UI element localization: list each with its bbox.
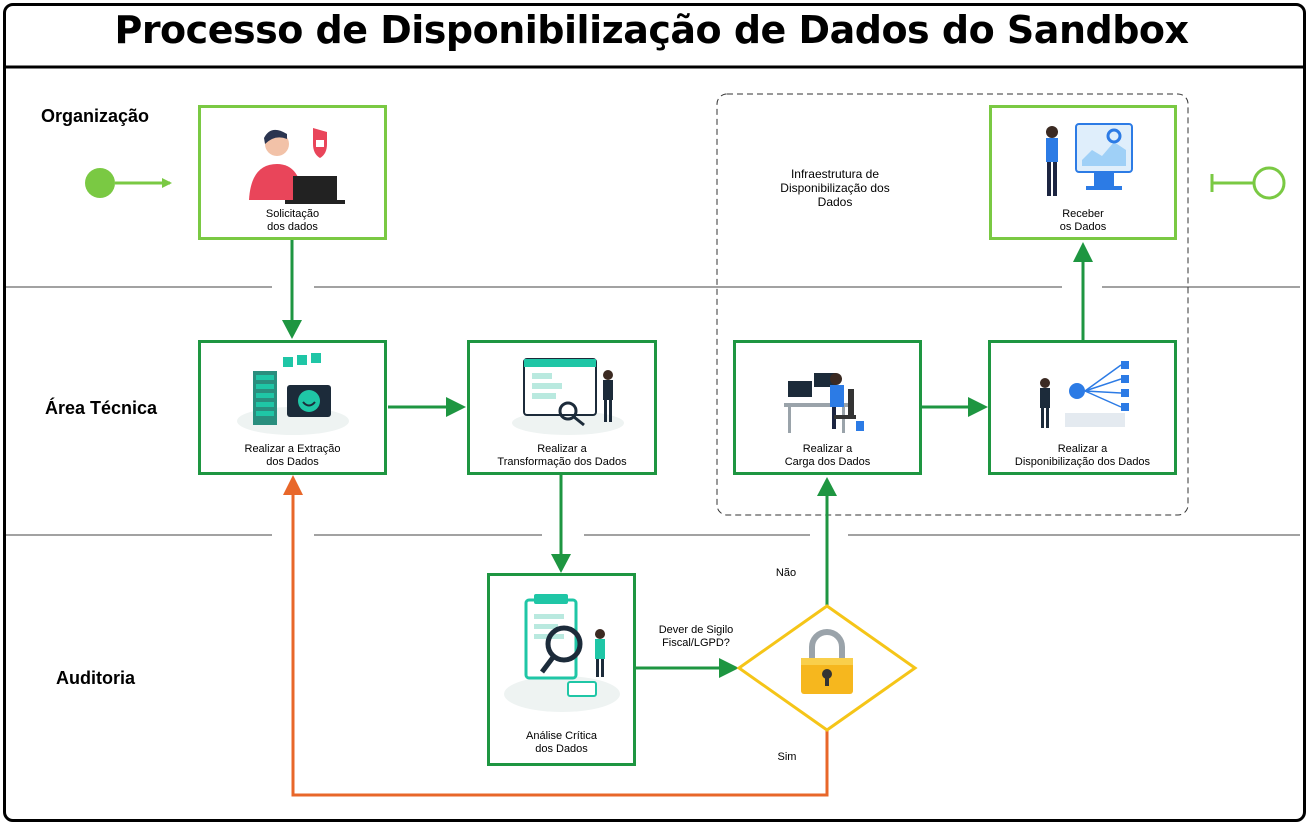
lane-label-auditoria: Auditoria xyxy=(56,668,135,688)
lane-separators xyxy=(6,286,1300,536)
gateway-question-label: Dever de Sigilo Fiscal/LGPD? xyxy=(658,624,734,649)
infrastructure-group xyxy=(716,93,1189,516)
task-solicitacao[interactable]: Solicitação dos dados xyxy=(198,105,387,240)
data-transform-illustration xyxy=(512,358,624,435)
page-title: Processo de Disponibilização de Dados do… xyxy=(114,8,1189,52)
task-solicitacao-label: Solicitação dos dados xyxy=(265,208,320,233)
connectors xyxy=(290,240,1085,670)
padlock-icon xyxy=(801,629,853,694)
flow-gateway-extracao-return xyxy=(291,492,829,797)
person-laptop-illustration xyxy=(249,128,345,204)
lane-label-area-tecnica: Área Técnica xyxy=(45,398,158,418)
diagram-frame xyxy=(3,3,1306,822)
arrowheads xyxy=(282,242,1093,678)
person-workstation-illustration xyxy=(784,373,864,433)
end-event xyxy=(1252,166,1286,200)
task-analise[interactable]: Análise Crítica dos Dados xyxy=(487,573,636,766)
task-receber-label: Receber os Dados xyxy=(1059,208,1107,233)
task-disponibilizacao[interactable]: Realizar a Disponibilização dos Dados xyxy=(988,340,1177,475)
task-extracao[interactable]: Realizar a Extração dos Dados xyxy=(198,340,387,475)
task-analise-label: Análise Crítica dos Dados xyxy=(526,730,597,755)
group-label: Infraestrutura de Disponibilização dos D… xyxy=(780,167,890,209)
audit-analysis-illustration xyxy=(504,594,620,712)
person-dashboard-illustration xyxy=(1046,123,1133,196)
return-arrowhead xyxy=(283,475,303,495)
gateway-yes-label: Sim xyxy=(777,751,797,763)
task-carga[interactable]: Realizar a Carga dos Dados xyxy=(733,340,922,475)
start-event xyxy=(85,168,115,198)
task-transformacao[interactable]: Realizar a Transformação dos Dados xyxy=(467,340,657,475)
server-extraction-illustration xyxy=(237,353,349,435)
data-network-illustration xyxy=(1040,361,1129,428)
task-disponibilizacao-label: Realizar a Disponibilização dos Dados xyxy=(1014,443,1151,468)
task-carga-label: Realizar a Carga dos Dados xyxy=(784,443,871,468)
gateway-no-label: Não xyxy=(775,567,797,579)
task-transformacao-label: Realizar a Transformação dos Dados xyxy=(497,443,627,468)
task-receber[interactable]: Receber os Dados xyxy=(989,105,1177,240)
lane-label-organizacao: Organização xyxy=(41,106,150,126)
task-extracao-label: Realizar a Extração dos Dados xyxy=(244,443,341,468)
